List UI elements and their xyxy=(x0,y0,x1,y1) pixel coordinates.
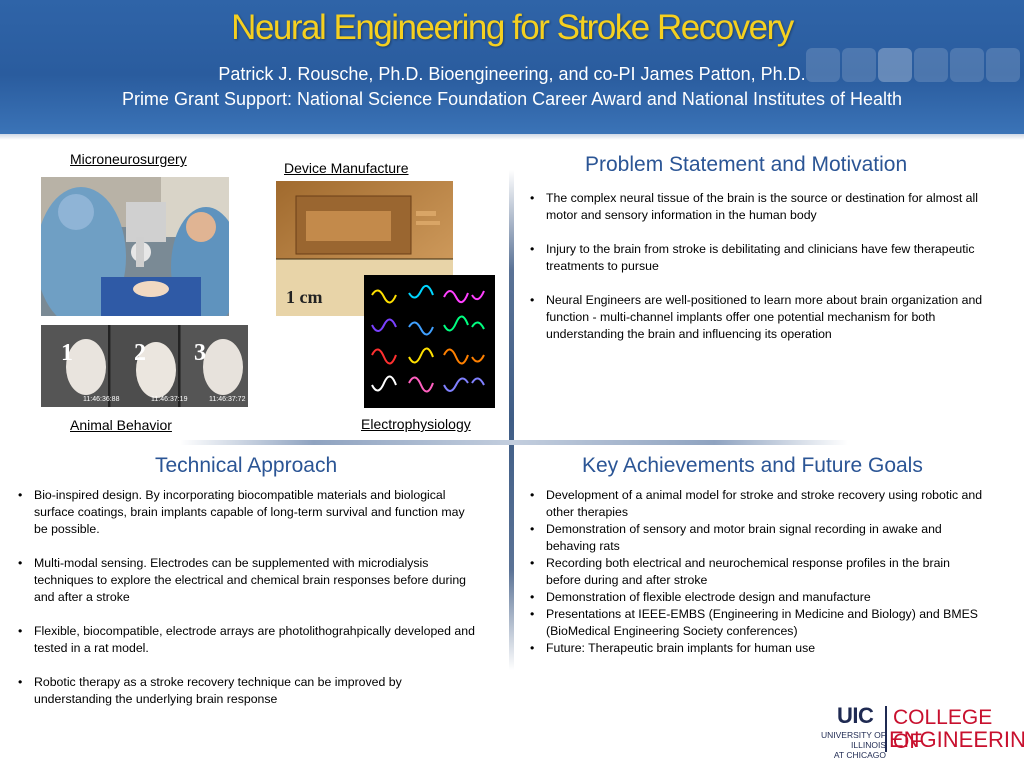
frame-timestamp-3: 11:46:37:72 xyxy=(209,396,246,403)
list-item: Demonstration of flexible electrode desi… xyxy=(526,589,988,606)
list-item: Presentations at IEEE-EMBS (Engineering … xyxy=(526,606,988,640)
achievements-heading: Key Achievements and Future Goals xyxy=(582,454,923,477)
caption-electrophysiology: Electrophysiology xyxy=(361,416,471,432)
ruler-label: 1 cm xyxy=(286,287,323,307)
grant-line: Prime Grant Support: National Science Fo… xyxy=(121,89,903,109)
list-item: The complex neural tissue of the brain i… xyxy=(526,190,986,224)
caption-device-manufacture: Device Manufacture xyxy=(284,160,409,176)
list-item: Future: Therapeutic brain implants for h… xyxy=(526,640,988,657)
technical-heading: Technical Approach xyxy=(155,454,338,477)
banner-edge xyxy=(0,134,1024,140)
caption-animal-behavior: Animal Behavior xyxy=(70,417,172,433)
vertical-divider xyxy=(509,170,514,670)
electrophysiology-photo xyxy=(364,275,495,408)
decor-square xyxy=(950,48,984,82)
logo-divider xyxy=(885,706,887,752)
list-item: Injury to the brain from stroke is debil… xyxy=(526,241,986,275)
problem-heading: Problem Statement and Motivation xyxy=(585,153,908,176)
frame-timestamp-1: 11:46:36:88 xyxy=(83,396,120,403)
list-item: Neural Engineers are well-positioned to … xyxy=(526,292,986,343)
frame-label-3: 3 xyxy=(194,340,206,366)
decor-square xyxy=(986,48,1020,82)
frame-label-2: 2 xyxy=(134,340,146,366)
frame-timestamp-2: 11:46:37:19 xyxy=(151,396,188,403)
caption-microneurosurgery: Microneurosurgery xyxy=(70,151,187,167)
logo-uic-text: UIC xyxy=(837,703,874,728)
decor-square xyxy=(914,48,948,82)
list-item: Demonstration of sensory and motor brain… xyxy=(526,521,988,555)
logo-university-line1: UNIVERSITY OF ILLINOIS xyxy=(820,730,886,750)
list-item: Multi-modal sensing. Electrodes can be s… xyxy=(14,555,476,606)
logo-college-text: COLLEGE OF xyxy=(893,706,993,753)
decor-square xyxy=(806,48,840,82)
list-item: Development of a animal model for stroke… xyxy=(526,487,988,521)
frame-label-1: 1 xyxy=(61,340,73,366)
logo-university-text: UNIVERSITY OF ILLINOIS AT CHICAGO xyxy=(794,730,886,760)
microneurosurgery-photo xyxy=(41,177,229,316)
animal-behavior-photo: 1 2 3 11:46:36:88 11:46:37:19 11:46:37:7… xyxy=(41,325,248,407)
header-banner: Neural Engineering for Stroke Recovery P… xyxy=(0,0,1024,136)
logo-engineering-text: ENGINEERING xyxy=(889,727,1024,752)
list-item: Bio-inspired design. By incorporating bi… xyxy=(14,487,476,538)
decor-square xyxy=(878,48,912,82)
poster-title: Neural Engineering for Stroke Recovery xyxy=(231,8,794,47)
horizontal-divider xyxy=(180,440,848,445)
decor-square xyxy=(842,48,876,82)
list-item: Recording both electrical and neurochemi… xyxy=(526,555,988,589)
authors-line: Patrick J. Rousche, Ph.D. Bioengineering… xyxy=(218,64,806,84)
achievements-bullets: Development of a animal model for stroke… xyxy=(526,487,988,657)
logo-university-line2: AT CHICAGO xyxy=(833,750,886,760)
problem-bullets: The complex neural tissue of the brain i… xyxy=(526,190,986,343)
technical-bullets: Bio-inspired design. By incorporating bi… xyxy=(14,487,476,708)
list-item: Flexible, biocompatible, electrode array… xyxy=(14,623,476,657)
list-item: Robotic therapy as a stroke recovery tec… xyxy=(14,674,476,708)
